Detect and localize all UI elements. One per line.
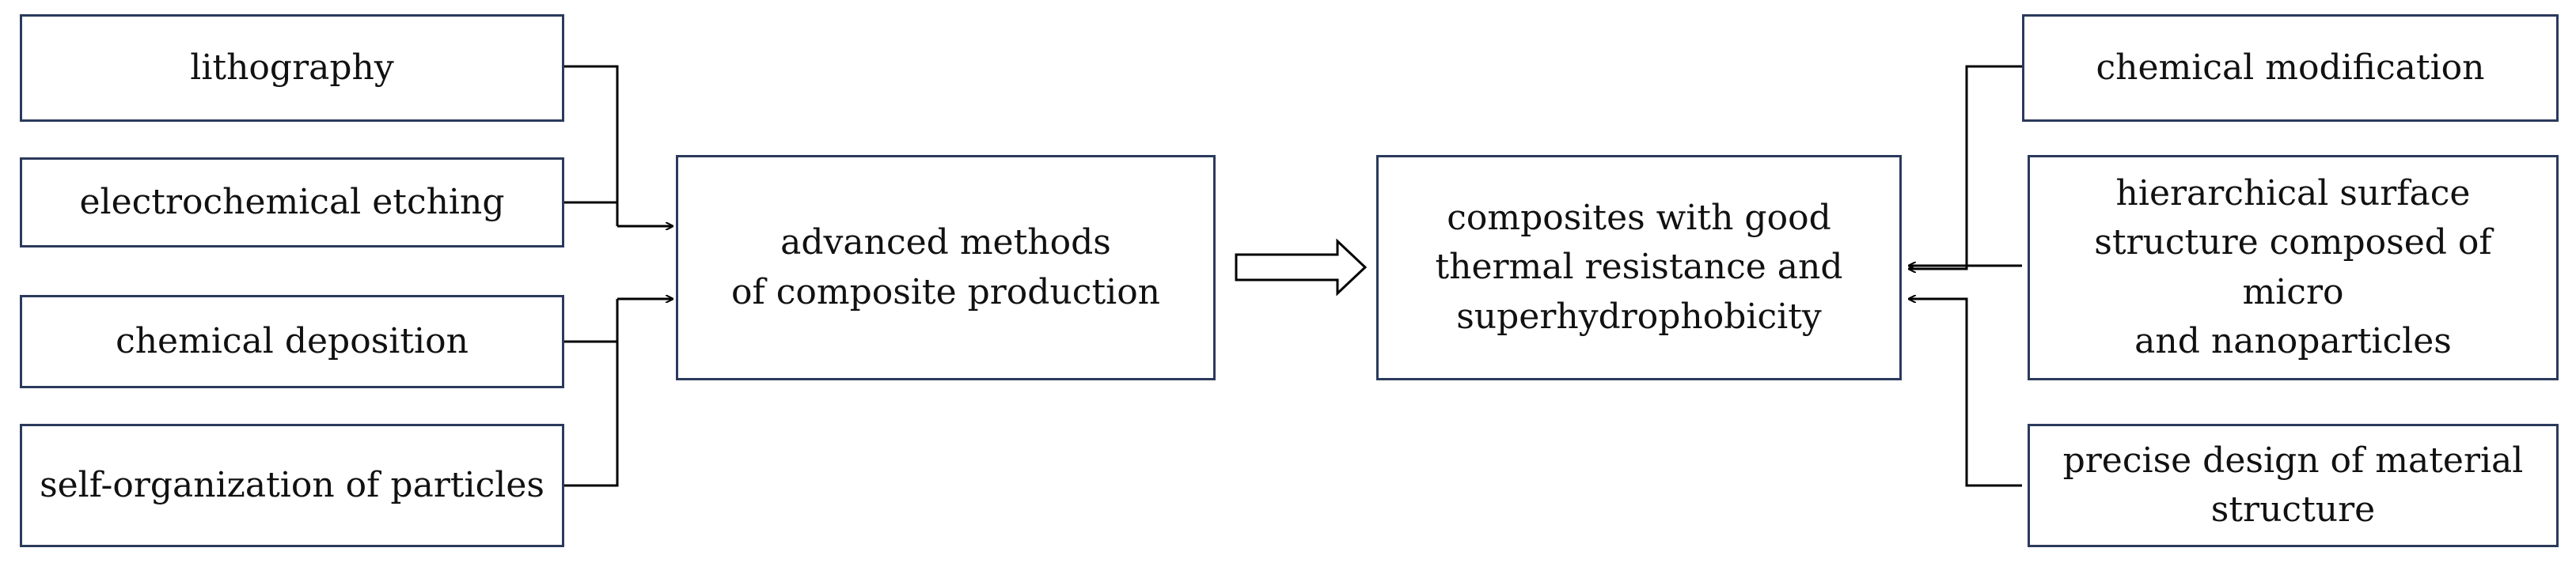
connector-precise-design <box>1909 299 2022 487</box>
precise-design-line1: precise design of material <box>2062 440 2524 481</box>
chemical-deposition-box: chemical deposition <box>20 295 564 388</box>
electrochemical-etching-label: electrochemical etching <box>79 181 505 222</box>
self-organization-box: self-organization of particles <box>20 424 564 547</box>
precise-design-text: precise design of material structure <box>2063 436 2524 535</box>
composites-line3: superhydrophobicity <box>1456 296 1822 337</box>
composites-line2: thermal resistance and <box>1435 247 1843 288</box>
precise-design-line2: structure <box>2210 489 2376 530</box>
advanced-methods-box: advanced methods of composite production <box>676 155 1216 380</box>
chemical-deposition-label: chemical deposition <box>116 320 469 361</box>
hierarchical-line2: structure composed of micro <box>2094 222 2492 312</box>
composites-box: composites with good thermal resistance … <box>1376 155 1902 380</box>
hierarchical-line1: hierarchical surface <box>2115 172 2471 213</box>
connector-lithography <box>564 65 619 226</box>
advanced-methods-line2: of composite production <box>730 271 1161 312</box>
electrochemical-etching-box: electrochemical etching <box>20 157 564 247</box>
precise-design-box: precise design of material structure <box>2028 424 2559 547</box>
chemical-modification-label: chemical modification <box>2096 47 2485 88</box>
lithography-label: lithography <box>190 47 394 88</box>
hierarchical-line3: and nanoparticles <box>2134 320 2452 361</box>
advanced-methods-line1: advanced methods <box>780 222 1111 263</box>
chemical-modification-box: chemical modification <box>2022 14 2559 122</box>
connector-self-organization <box>564 299 619 487</box>
connector-chemical-modification <box>1909 65 2022 269</box>
hierarchical-structure-box: hierarchical surface structure composed … <box>2028 155 2559 380</box>
lithography-box: lithography <box>20 14 564 122</box>
advanced-methods-text: advanced methods of composite production <box>731 218 1160 317</box>
block-arrow <box>1235 238 1368 297</box>
composites-line1: composites with good <box>1447 197 1831 238</box>
hierarchical-structure-text: hierarchical surface structure composed … <box>2041 169 2545 367</box>
self-organization-label: self-organization of particles <box>40 464 544 505</box>
composites-text: composites with good thermal resistance … <box>1435 194 1842 342</box>
